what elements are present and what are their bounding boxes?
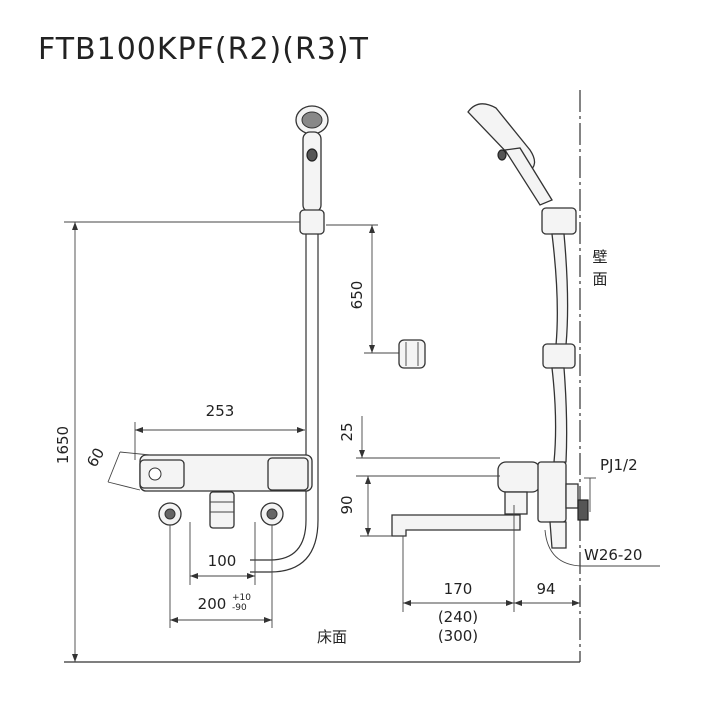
dim-253-arrow-right [297,427,305,433]
dim-25-label: 25 [338,422,356,441]
dim-200-tol-minus: -90 [232,603,247,613]
dim-650-arrow-top [369,225,375,233]
shower-head-side [467,103,553,206]
w26-label: W26-20 [584,546,642,564]
pj-label: PJ1/2 [600,456,638,474]
dim-170-label: 170 [444,580,473,598]
dim-60-label: 60 [83,445,108,471]
hose-left [250,234,307,561]
dim-200-label: 200 [198,595,227,613]
faucet-body-side [391,461,589,549]
dim-1650-arrow-top [72,222,78,230]
hanger-hook [398,339,426,369]
hose-right [250,234,319,573]
dim-1650-label: 1650 [54,426,72,464]
dim-94-label: 94 [536,580,555,598]
dim-650-label: 650 [348,281,366,310]
dim-200-tol-plus: +10 [232,593,251,603]
dim-100-label: 100 [208,552,237,570]
dim-253-label: 253 [206,402,235,420]
dim-650-arrow-bottom [369,345,375,353]
diagram-title: FTB100KPF(R2)(R3)T [38,32,369,67]
shower-head-front [295,105,329,235]
dim-60-line [107,451,121,483]
slide-bar [541,207,577,463]
floor-label: 床面 [317,628,347,646]
wall-label-2: 面 [592,270,607,288]
dim-240-label: (240) [438,608,478,626]
dim-1650-arrow-bottom [72,654,78,662]
faucet-body-front [139,454,313,529]
dim-300-label: (300) [438,627,478,645]
w26-leader [544,529,660,567]
dim-253-arrow-left [135,427,143,433]
wall-label-1: 壁 [592,248,607,266]
dim-90-label: 90 [338,495,356,514]
